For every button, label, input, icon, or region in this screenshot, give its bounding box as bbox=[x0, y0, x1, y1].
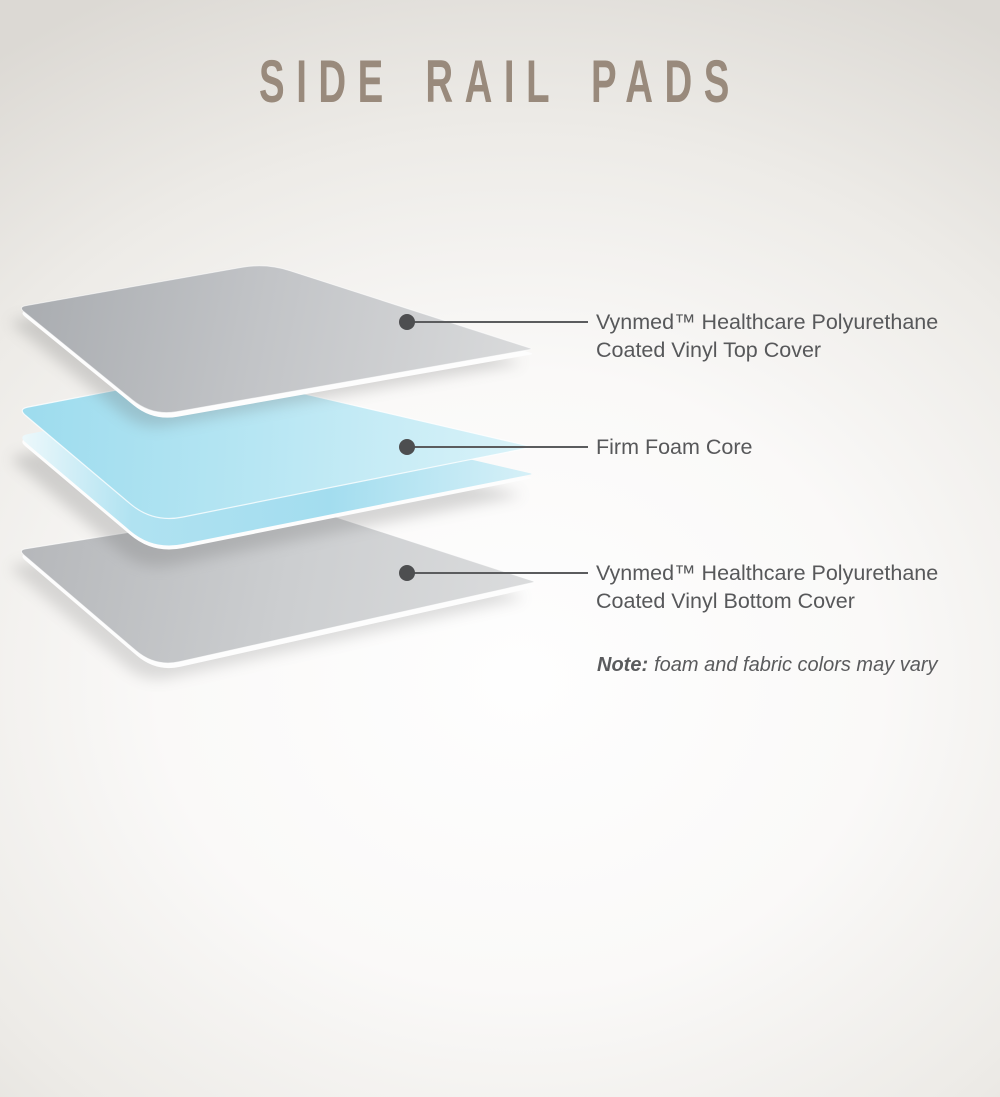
callout-dot-foam-core bbox=[399, 439, 415, 455]
callout-dot-top-cover bbox=[399, 314, 415, 330]
page-title: SIDE RAIL PADS bbox=[259, 48, 741, 115]
callout-dot-bottom-cover bbox=[399, 565, 415, 581]
top-cover-layer bbox=[11, 265, 533, 427]
callout-leaders bbox=[399, 314, 588, 581]
top-cover-shape bbox=[21, 265, 532, 414]
